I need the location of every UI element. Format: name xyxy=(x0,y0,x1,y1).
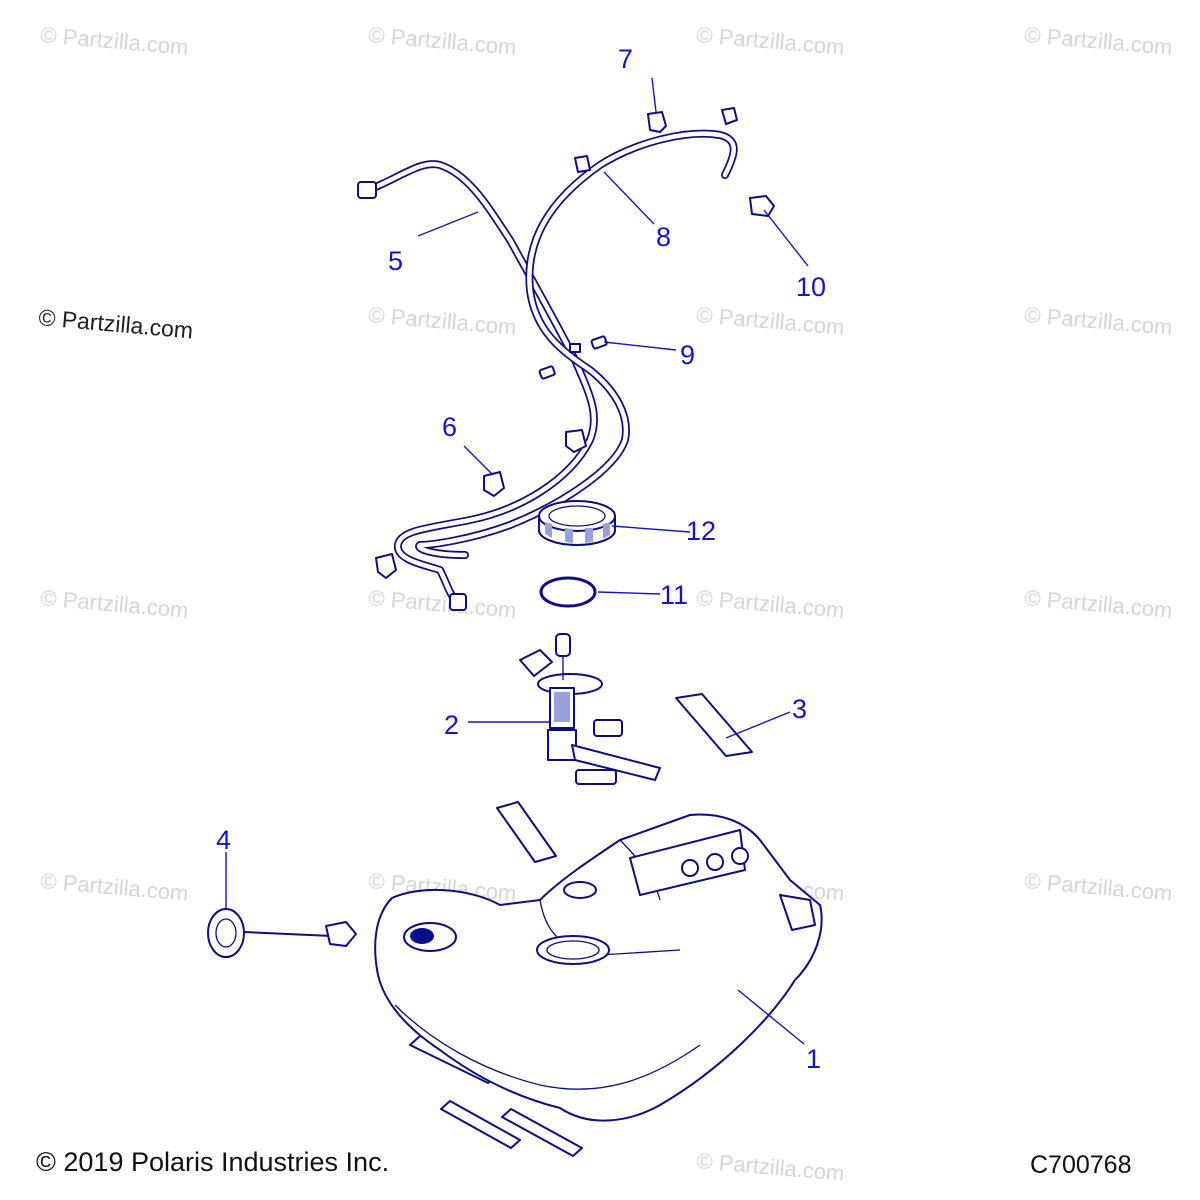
callout-9: 9 xyxy=(680,340,695,370)
callout-5: 5 xyxy=(388,246,403,276)
watermark: © Partzilla.com xyxy=(1024,22,1174,60)
clip xyxy=(574,155,591,173)
leader-lines xyxy=(225,77,809,1045)
watermark: © Partzilla.com xyxy=(696,22,846,60)
watermark: © Partzilla.com xyxy=(696,302,846,340)
watermark: © Partzilla.com xyxy=(40,868,190,906)
callout-10: 10 xyxy=(796,272,826,302)
watermark: © Partzilla.com xyxy=(696,1148,846,1186)
leader-7 xyxy=(651,77,657,113)
hose-assembly xyxy=(357,129,738,611)
leader-9 xyxy=(603,341,677,351)
leader-12 xyxy=(611,525,691,533)
seal-ring xyxy=(539,576,597,608)
watermark: © Partzilla.com xyxy=(1024,868,1174,906)
callout-7: 7 xyxy=(618,44,633,74)
label-strip xyxy=(675,693,753,757)
hose-connector-clip xyxy=(375,553,397,579)
callout-4: 4 xyxy=(216,825,231,855)
fuel-pump xyxy=(519,633,661,785)
callout-8: 8 xyxy=(656,222,671,252)
callout-12: 12 xyxy=(686,516,716,546)
watermark: © Partzilla.com xyxy=(40,585,190,623)
clip-6 xyxy=(483,471,505,497)
watermark: © Partzilla.com xyxy=(1024,585,1174,623)
callout-6: 6 xyxy=(442,412,457,442)
clip xyxy=(565,429,587,453)
callout-11: 11 xyxy=(660,580,688,610)
watermark: © Partzilla.com xyxy=(368,585,518,623)
clip xyxy=(721,107,738,125)
clips-group xyxy=(483,107,775,497)
clip-7 xyxy=(647,111,667,133)
callout-labels: 7 8 10 5 9 6 12 11 2 3 4 1 xyxy=(216,44,826,1074)
hose-end-connector xyxy=(357,181,377,199)
watermark: © Partzilla.com xyxy=(368,22,518,60)
watermark: © Partzilla.com xyxy=(696,585,846,623)
clip xyxy=(538,365,556,380)
leader-5 xyxy=(417,211,479,237)
copyright-notice: © 2019 Polaris Industries Inc. xyxy=(36,1147,390,1177)
hose-junction xyxy=(569,343,581,353)
leader-10 xyxy=(763,209,809,267)
clip-10 xyxy=(749,195,775,217)
hose-end-connector xyxy=(449,593,467,611)
fuel-tank xyxy=(374,813,823,1122)
leader-1 xyxy=(737,989,805,1045)
leader-3 xyxy=(725,711,791,739)
callout-2: 2 xyxy=(444,710,459,740)
watermark: © Partzilla.com xyxy=(1024,302,1174,340)
watermark: © Partzilla.com xyxy=(40,22,190,60)
clip-9 xyxy=(590,335,608,350)
leader-6 xyxy=(463,445,493,475)
watermark-prominent: © Partzilla.com xyxy=(38,304,195,343)
fuel-cap xyxy=(207,908,357,958)
watermark: © Partzilla.com xyxy=(368,302,518,340)
diagram-code: C700768 xyxy=(1030,1151,1132,1179)
lock-ring xyxy=(538,500,616,546)
callout-3: 3 xyxy=(792,694,807,724)
callout-1: 1 xyxy=(806,1044,821,1074)
leader-8 xyxy=(603,171,655,225)
leader-11 xyxy=(597,591,661,595)
